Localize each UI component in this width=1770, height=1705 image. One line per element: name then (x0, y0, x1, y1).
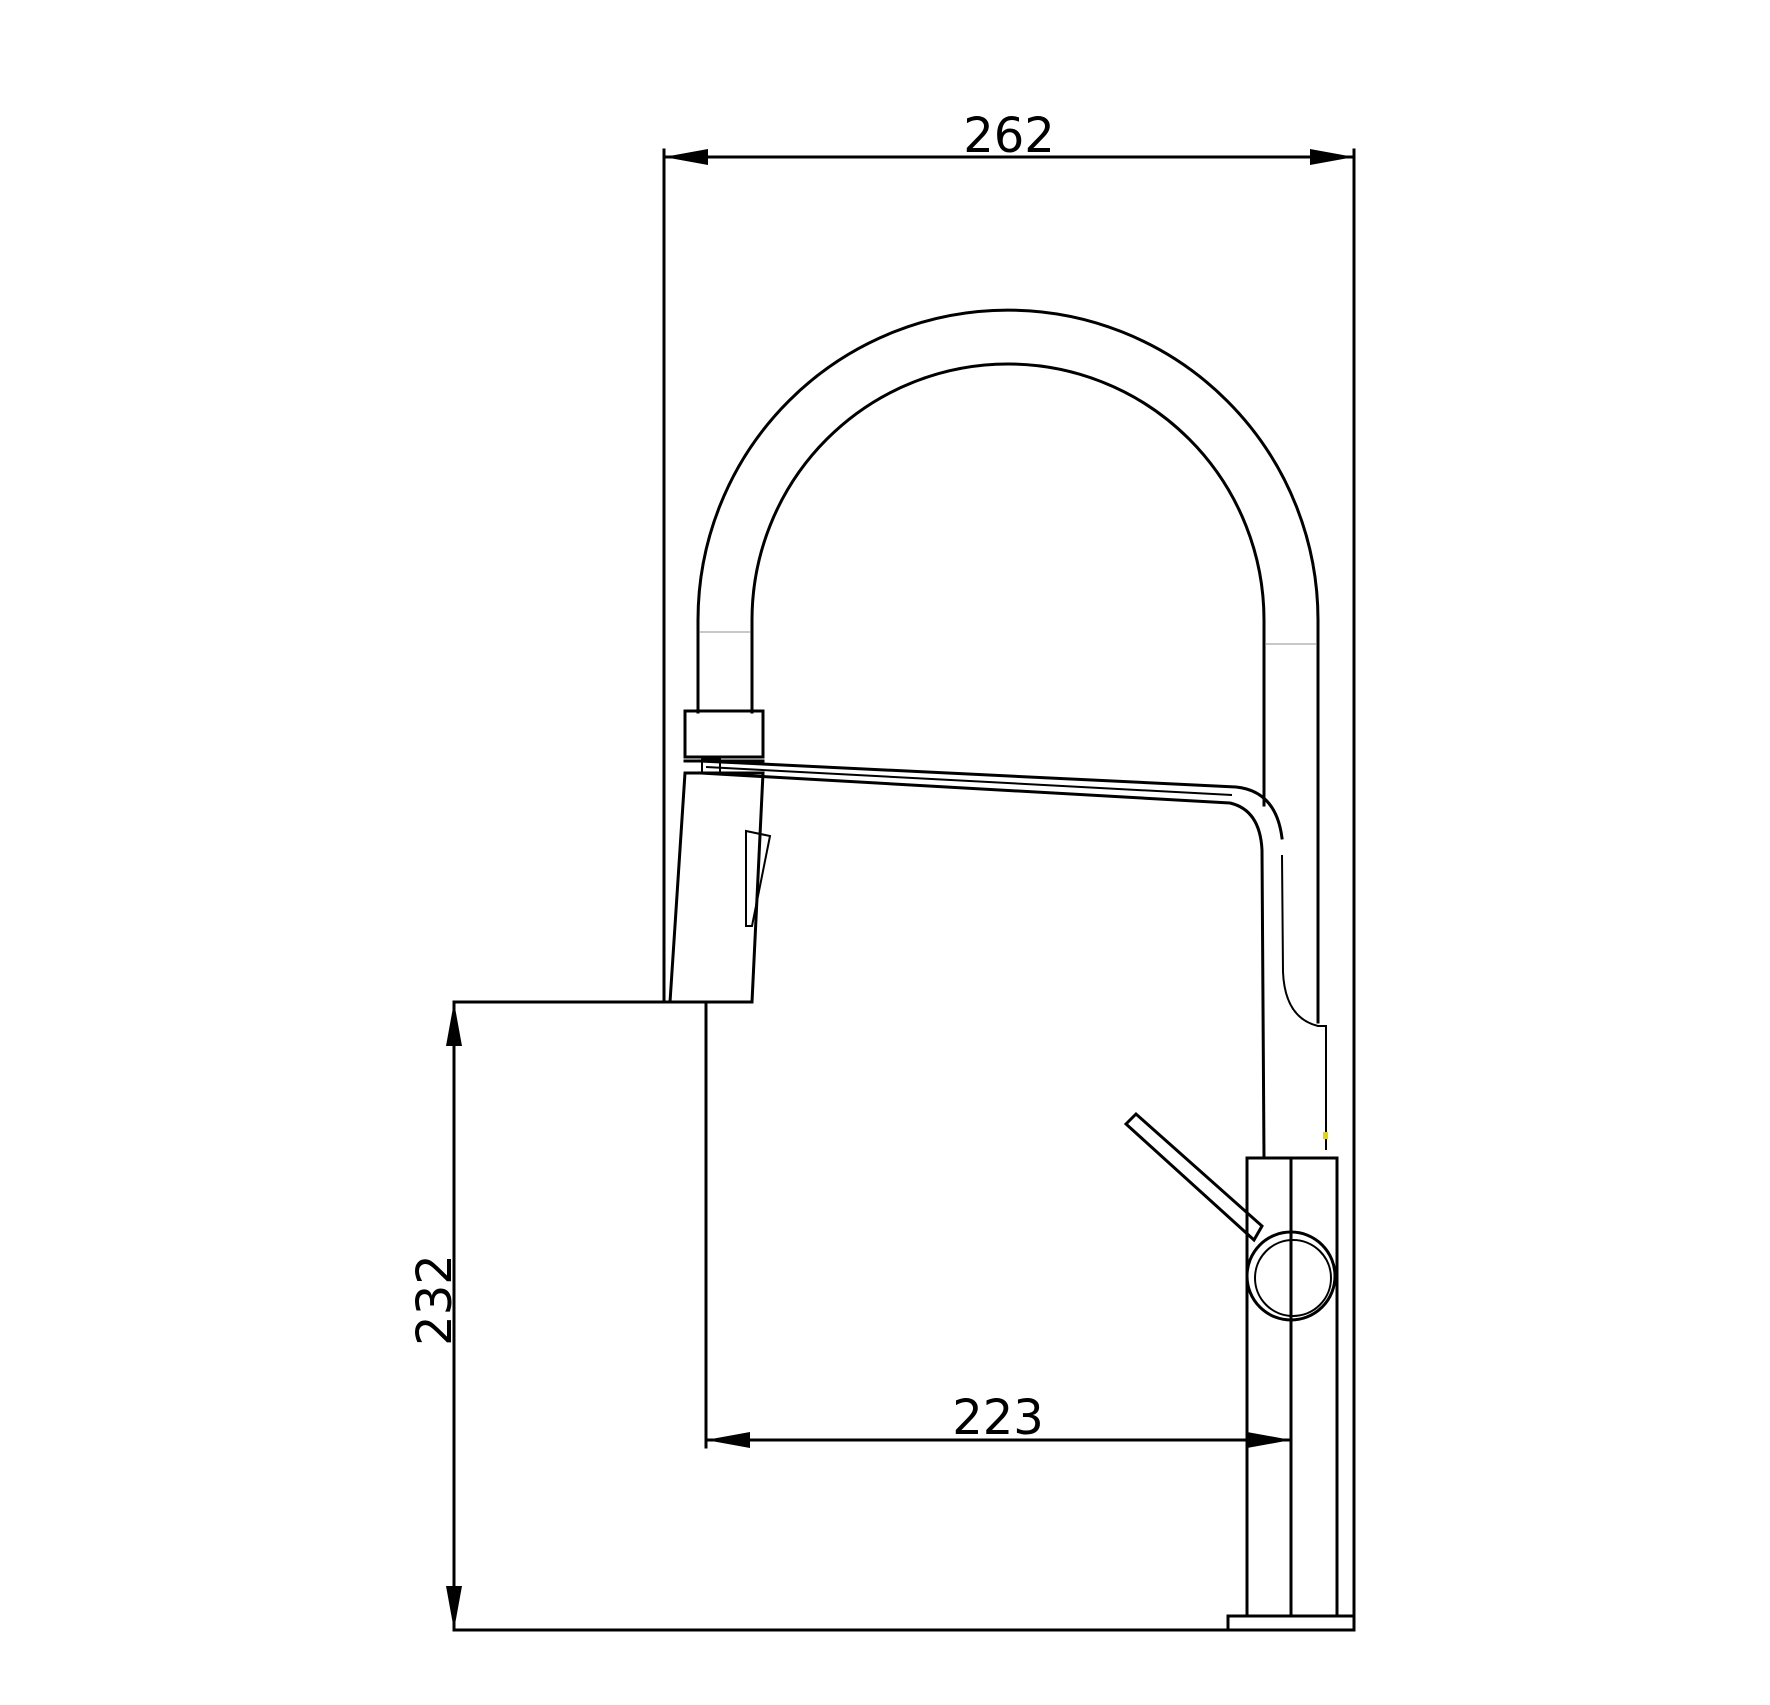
dim-label-reach: 223 (952, 1390, 1044, 1446)
cartridge-circle-inner (1254, 1239, 1332, 1317)
dim-arrow-left (664, 149, 708, 165)
gooseneck-outer-arc (696, 308, 1320, 1024)
support-rod-bottom (698, 771, 1266, 1160)
spray-trigger (745, 829, 772, 927)
dim-label-width: 262 (963, 108, 1055, 164)
gooseneck-inner-arc (750, 362, 1266, 807)
dim-arrow-right (1310, 149, 1354, 165)
support-rod-top (698, 759, 1284, 840)
spray-head-body (668, 771, 765, 1004)
hose-marker (1323, 1132, 1328, 1139)
reference-lines (452, 148, 1356, 1632)
rod-end-cap (701, 758, 721, 774)
base-plate (1226, 1614, 1356, 1632)
spray-head-collar (683, 709, 765, 759)
support-rod-highlight (705, 766, 1233, 796)
dim-arrow-reach-right (1247, 1432, 1291, 1448)
dimension-spout-height: 232 (407, 1002, 463, 1630)
dimension-spout-reach: 223 (706, 1156, 1293, 1449)
hose-guide (1281, 854, 1327, 1150)
lever-handle (1123, 1111, 1264, 1243)
dim-arrow-up (446, 1002, 462, 1046)
dim-arrow-down (446, 1586, 462, 1630)
dim-arrow-reach-left (706, 1432, 750, 1448)
dim-label-height: 232 (407, 1254, 463, 1346)
dimension-overall-width: 262 (664, 100, 1354, 165)
